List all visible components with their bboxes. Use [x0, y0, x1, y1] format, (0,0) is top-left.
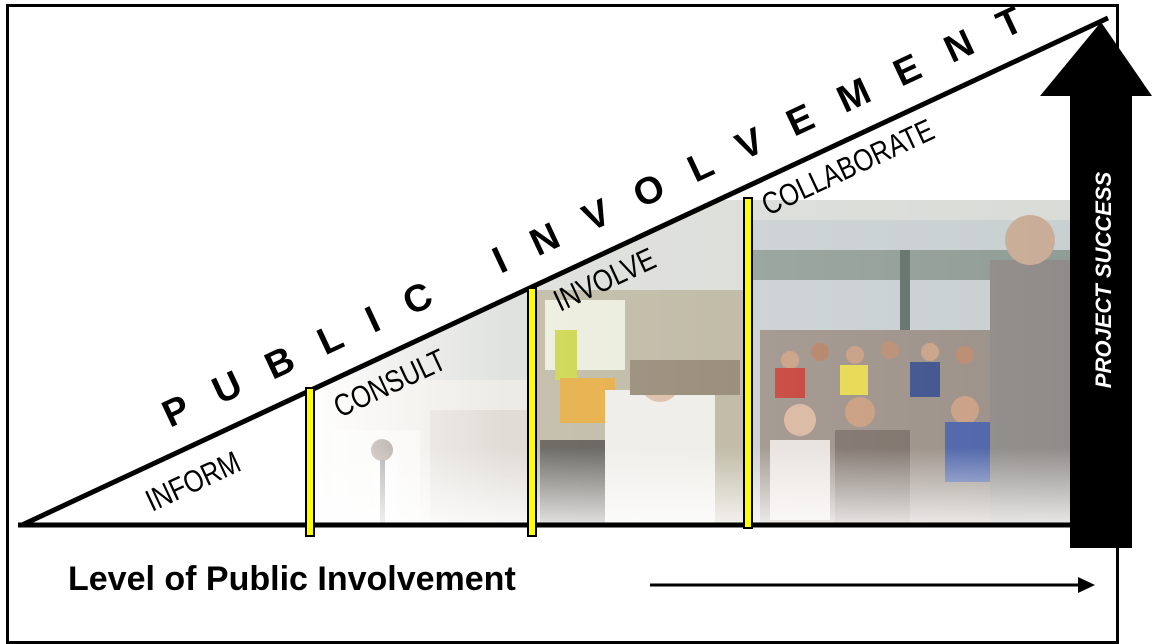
public-involvement-diagram: INFORM CONSULT INVOLVE COLLABORATE P U B… [18, 0, 1152, 593]
stage-label-inform: INFORM [140, 445, 246, 519]
divider-involve-collaborate [743, 197, 753, 529]
right-arrow-icon [650, 577, 1095, 593]
stage-dividers [305, 197, 753, 537]
axis-label: Level of Public Involvement [68, 560, 516, 598]
divider-consult-involve [527, 287, 537, 537]
project-success-label: PROJECT SUCCESS [1091, 171, 1116, 388]
divider-inform-consult [305, 387, 315, 537]
project-success-arrow: PROJECT SUCCESS [1040, 22, 1152, 548]
hypotenuse-line [20, 15, 1110, 528]
